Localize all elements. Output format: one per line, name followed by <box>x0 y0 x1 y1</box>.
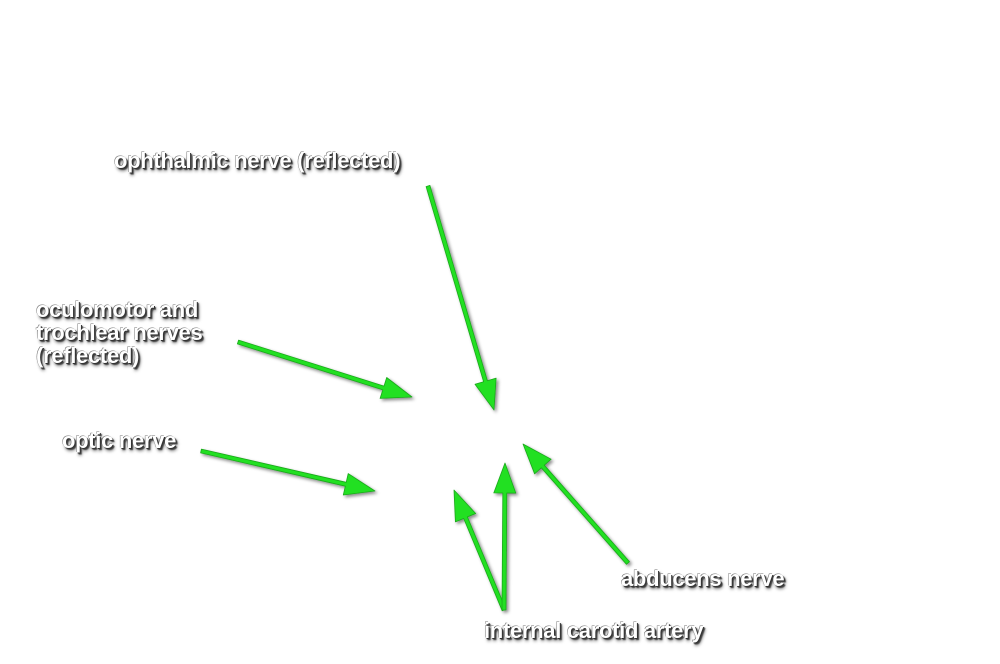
label-oculomotor-line3: (reflected) <box>36 343 140 368</box>
arrow-ophthalmic-nerve <box>425 184 497 411</box>
arrow-optic-nerve <box>200 448 376 496</box>
label-abducens-nerve: abducens nerve <box>621 566 785 591</box>
arrow-carotid-right <box>493 462 517 611</box>
label-oculomotor-line1: oculomotor and <box>36 297 199 322</box>
arrow-oculomotor-trochlear-nerves <box>236 339 413 399</box>
label-ophthalmic-nerve: ophthalmic nerve (reflected) <box>114 148 401 173</box>
label-internal-carotid-artery: internal carotid artery <box>484 618 704 643</box>
arrow-carotid-left <box>453 489 507 612</box>
label-oculomotor-trochlear-nerves: oculomotor and trochlear nerves (reflect… <box>36 297 203 368</box>
label-oculomotor-line2: trochlear nerves <box>36 320 203 345</box>
label-optic-nerve: optic nerve <box>62 428 177 453</box>
arrow-abducens-nerve <box>522 443 630 565</box>
